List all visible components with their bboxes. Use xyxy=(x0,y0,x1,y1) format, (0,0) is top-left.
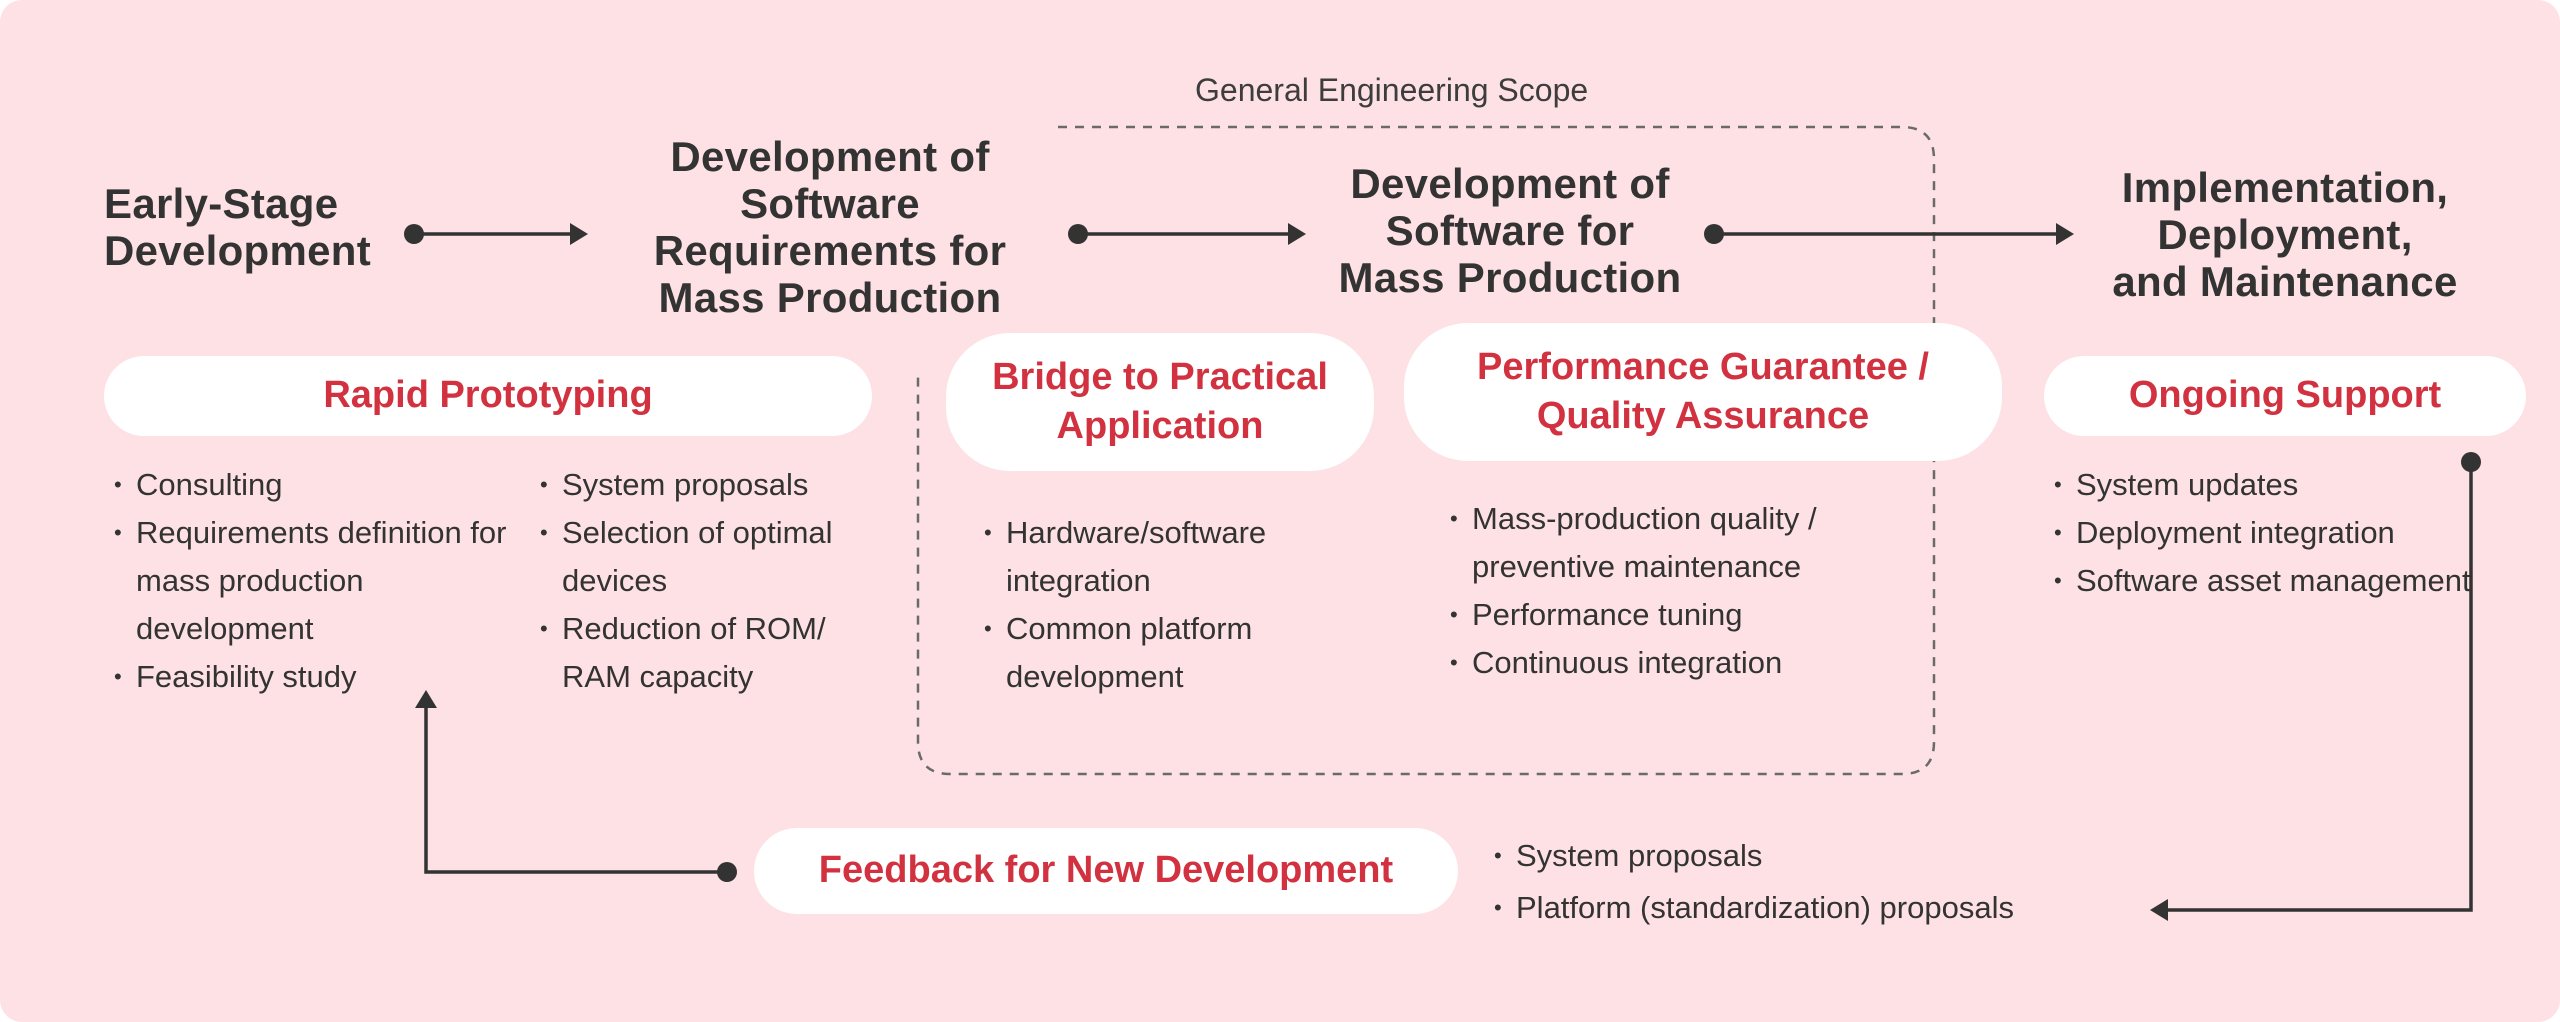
list-item: Feasibility study xyxy=(114,653,514,701)
bridge-to-practical-application-label: Bridge to Practical Application xyxy=(946,333,1374,471)
stage-implementation-maintenance: Implementation, Deployment, and Maintena… xyxy=(2112,164,2458,306)
bridge-list: Hardware/software integration Common pla… xyxy=(984,509,1314,701)
stage-mass-production-development: Development of Software for Mass Product… xyxy=(1338,160,1682,302)
list-item: Software asset management xyxy=(2054,557,2484,605)
list-item: Deployment integration xyxy=(2054,509,2484,557)
engineering-scope-boundary xyxy=(916,125,1936,776)
list-item: System proposals xyxy=(1494,830,2154,882)
ongoing-support-label: Ongoing Support xyxy=(2044,356,2526,436)
feedback-list: System proposals Platform (standardizati… xyxy=(1494,830,2154,934)
stage-early-development: Early-Stage Development xyxy=(104,180,372,275)
performance-list: Mass-production quality / preventive mai… xyxy=(1450,495,1920,687)
list-item: Reduction of ROM/ RAM capacity xyxy=(540,605,880,701)
stage-requirements-development: Development of Software Requirements for… xyxy=(653,133,1007,322)
stage-arrow-3 xyxy=(1704,223,2074,245)
list-item: Hardware/software integration xyxy=(984,509,1314,605)
rapid-prototyping-list-right: System proposals Selection of optimal de… xyxy=(540,461,880,701)
engineering-scope-label: General Engineering Scope xyxy=(1195,72,1589,108)
stage-arrow-2 xyxy=(1068,223,1306,245)
list-item: Continuous integration xyxy=(1450,639,1920,687)
list-item: Mass-production quality / preventive mai… xyxy=(1450,495,1920,591)
stage-arrow-1 xyxy=(404,223,588,245)
rapid-prototyping-list-left: Consulting Requirements definition for m… xyxy=(114,461,514,701)
performance-quality-assurance-label: Performance Guarantee / Quality Assuranc… xyxy=(1404,323,2002,461)
list-item: Consulting xyxy=(114,461,514,509)
list-item: System updates xyxy=(2054,461,2484,509)
list-item: Platform (standardization) proposals xyxy=(1494,882,2154,934)
list-item: Requirements definition for mass product… xyxy=(114,509,514,653)
list-item: System proposals xyxy=(540,461,880,509)
feedback-to-prototyping-arrow xyxy=(415,690,737,882)
ongoing-support-list: System updates Deployment integration So… xyxy=(2054,461,2484,605)
list-item: Common platform development xyxy=(984,605,1314,701)
list-item: Performance tuning xyxy=(1450,591,1920,639)
rapid-prototyping-label: Rapid Prototyping xyxy=(104,356,872,436)
list-item: Selection of optimal devices xyxy=(540,509,880,605)
feedback-new-development-label: Feedback for New Development xyxy=(754,828,1458,914)
